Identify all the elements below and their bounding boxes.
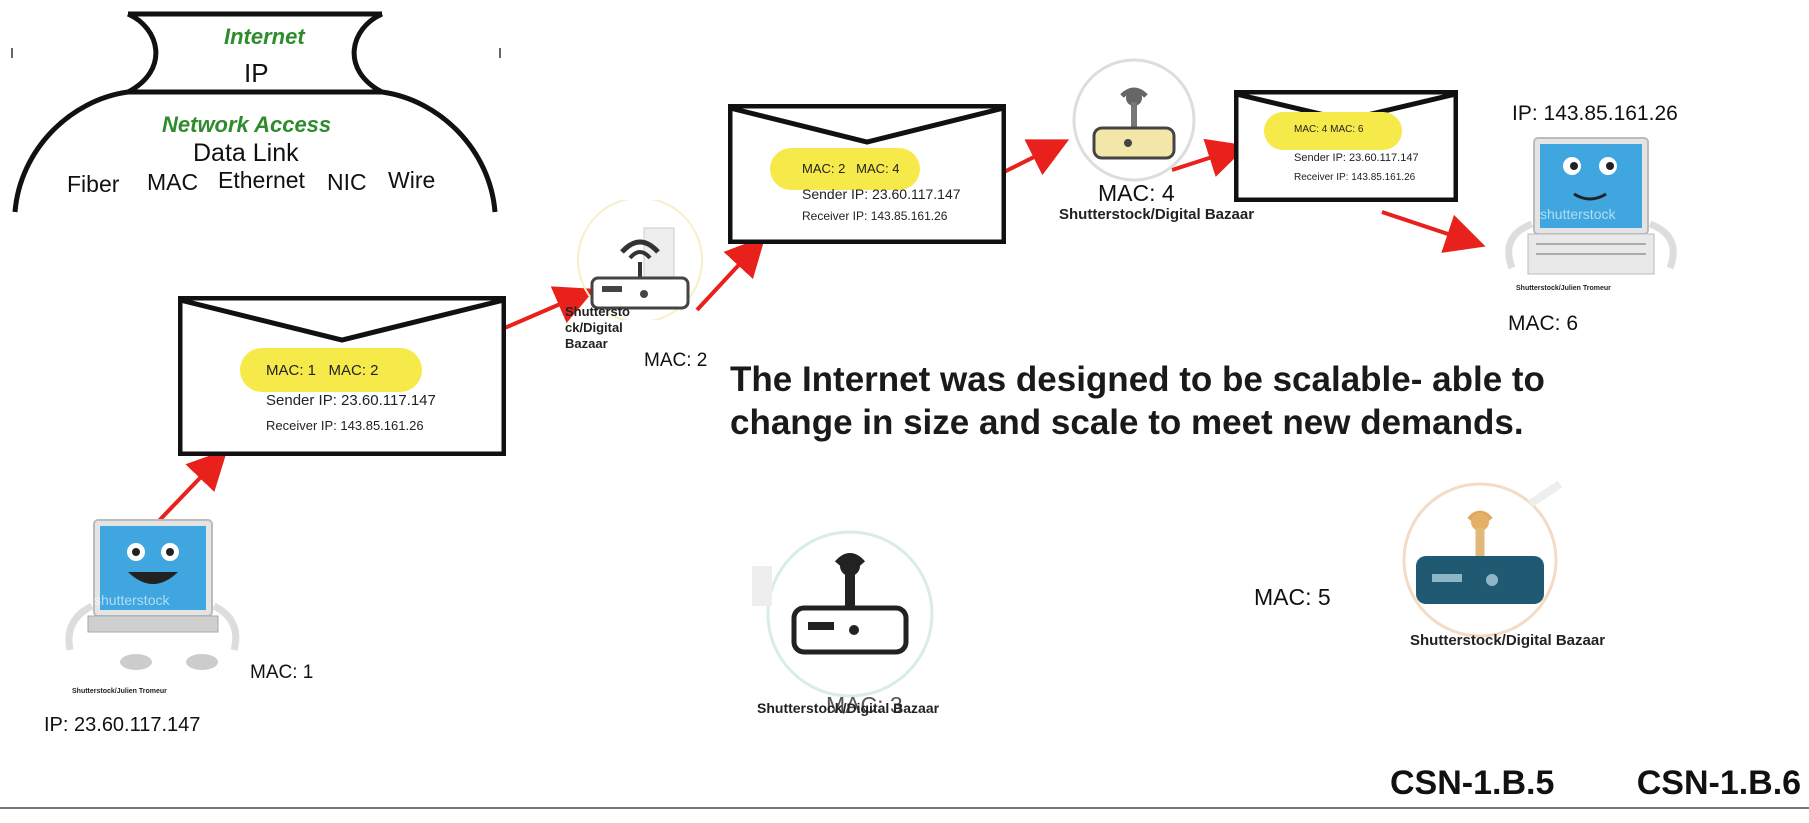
router-5 xyxy=(1380,480,1580,640)
packet-envelope-1: MAC: 1 MAC: 2 Sender IP: 23.60.117.147 R… xyxy=(178,296,506,456)
receiver-mac-label: MAC: 6 xyxy=(1508,312,1579,335)
packet-envelope-3: MAC: 4 MAC: 6 Sender IP: 23.60.117.147 R… xyxy=(1234,90,1458,202)
sender-laptop-credit: Shutterstock/Julien Tromeur xyxy=(72,688,167,695)
arrow-envelope3-to-laptop xyxy=(1381,210,1486,253)
layer-item-mac: MAC xyxy=(147,169,199,195)
router-2 xyxy=(560,197,720,323)
router-2-mac-label: MAC: 2 xyxy=(644,350,708,371)
envelope-mac-pair: MAC: 4 MAC: 6 xyxy=(1294,124,1364,135)
layer-item-nic: NIC xyxy=(327,169,367,195)
sender-ip-label: IP: 23.60.117.147 xyxy=(44,714,201,736)
router-4 xyxy=(1064,58,1204,188)
receiver-laptop-credit: Shutterstock/Julien Tromeur xyxy=(1516,285,1611,292)
ip-label: IP xyxy=(244,58,269,88)
laptop-mascot-icon xyxy=(1505,137,1677,275)
layer-item-fiber: Fiber xyxy=(67,171,120,197)
arrow-router4-to-envelope3 xyxy=(1171,138,1248,177)
router-3-mac-label: MAC: 3 xyxy=(826,692,903,718)
sender-mac-label: MAC: 1 xyxy=(250,662,314,683)
arrow-router2-to-envelope2 xyxy=(695,236,766,312)
envelope-receiver-ip: Receiver IP: 143.85.161.26 xyxy=(1294,172,1416,183)
router-4-credit: Shutterstock/Digital Bazaar xyxy=(1059,206,1255,223)
envelope-receiver-ip: Receiver IP: 143.85.161.26 xyxy=(802,209,948,223)
envelope-sender-ip: Sender IP: 23.60.117.147 xyxy=(1294,152,1419,164)
router-icon xyxy=(1402,480,1563,638)
standard-codes: CSN-1.B.5 CSN-1.B.6 xyxy=(1390,764,1802,802)
laptop-watermark: shutterstock xyxy=(94,592,170,608)
statement-line-2: change in size and scale to meet new dem… xyxy=(730,403,1524,442)
receiver-ip-label: IP: 143.85.161.26 xyxy=(1512,102,1678,125)
envelope-mac-pair: MAC: 1 MAC: 2 xyxy=(266,362,379,379)
envelope-mac-pair: MAC: 2 MAC: 4 xyxy=(802,161,900,176)
scalability-statement: The Internet was designed to be scalable… xyxy=(730,358,1730,444)
sender-laptop: shutterstock xyxy=(56,510,246,680)
mac-highlight xyxy=(770,148,920,190)
statement-line-1: The Internet was designed to be scalable… xyxy=(730,360,1545,399)
envelope-receiver-ip: Receiver IP: 143.85.161.26 xyxy=(266,418,424,433)
data-link-label: Data Link xyxy=(193,139,299,167)
router-icon xyxy=(1072,58,1196,182)
arrow-laptop-to-envelope1 xyxy=(150,449,228,530)
mac-highlight xyxy=(1264,112,1402,150)
arrow-envelope1-to-router2 xyxy=(499,286,596,332)
envelope-sender-ip: Sender IP: 23.60.117.147 xyxy=(802,186,961,202)
internet-layer-title: Internet xyxy=(224,24,305,49)
router-icon xyxy=(752,530,934,698)
layer-item-wire: Wire xyxy=(388,167,436,193)
receiver-laptop: shutterstock xyxy=(1470,132,1710,282)
router-icon xyxy=(577,197,703,323)
router-3-credit: Shutterstock/Digital Bazaar xyxy=(757,700,940,716)
laptop-mascot-icon xyxy=(65,519,240,670)
layer-stack-outline xyxy=(11,11,501,213)
network-access-layer-title: Network Access xyxy=(162,112,332,137)
router-5-credit: Shutterstock/Digital Bazaar xyxy=(1410,632,1606,649)
layer-item-ethernet: Ethernet xyxy=(218,167,305,193)
router-5-mac-label: MAC: 5 xyxy=(1254,584,1331,610)
envelope-sender-ip: Sender IP: 23.60.117.147 xyxy=(266,392,436,409)
mac-highlight xyxy=(240,348,422,392)
laptop-watermark: shutterstock xyxy=(1540,206,1616,222)
packet-envelope-2: MAC: 2 MAC: 4 Sender IP: 23.60.117.147 R… xyxy=(728,104,1006,244)
router-2-credit: Shuttersto ck/Digital Bazaar xyxy=(565,304,630,351)
network-layer-diagram: Internet IP Network Access Data Link Fib… xyxy=(0,0,520,220)
router-3 xyxy=(750,526,950,701)
router-4-mac-label: MAC: 4 xyxy=(1098,180,1175,206)
